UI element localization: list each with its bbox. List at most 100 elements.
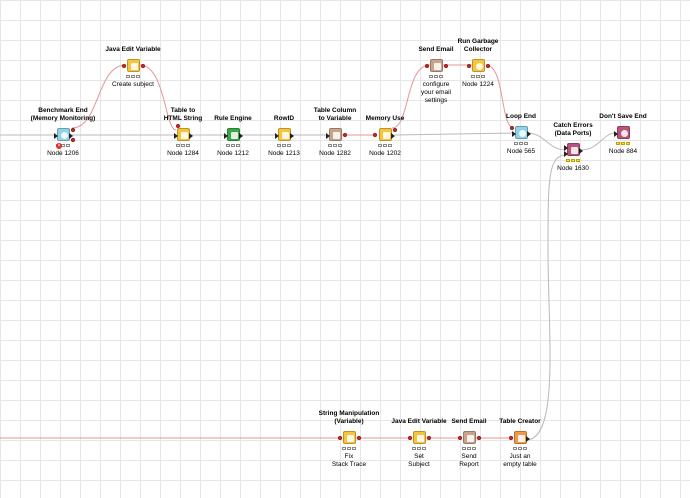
- column-variable-icon[interactable]: [325, 128, 347, 141]
- variable-port[interactable]: [392, 128, 397, 132]
- output-port[interactable]: [526, 131, 531, 137]
- output-port[interactable]: [289, 133, 294, 139]
- variable-port[interactable]: [466, 64, 471, 68]
- java-snippet-icon[interactable]: [407, 431, 431, 444]
- node-label[interactable]: Node 1213: [244, 150, 324, 158]
- rowid-icon[interactable]: [274, 128, 294, 141]
- node-label[interactable]: Node 1224: [438, 81, 518, 89]
- data-connection: [394, 132, 515, 136]
- node-label[interactable]: Node 1630: [533, 165, 613, 173]
- output-port[interactable]: [578, 148, 583, 154]
- node-status-light: [345, 144, 425, 147]
- node-dont-save-end[interactable]: Don't Save End Node 884: [583, 113, 663, 156]
- node-label[interactable]: configure your email settings: [396, 81, 476, 105]
- node-title-line: HTML String: [163, 115, 203, 122]
- variable-port[interactable]: [175, 124, 180, 128]
- node-rule-engine[interactable]: Rule Engine Node 1212: [193, 115, 273, 158]
- variable-port[interactable]: [372, 133, 377, 137]
- variable-port[interactable]: [356, 436, 361, 440]
- output-port[interactable]: [525, 436, 530, 442]
- node-benchmark-end[interactable]: Benchmark End (Memory Monitoring) × Node…: [23, 107, 103, 158]
- node-catch-errors[interactable]: Catch Errors (Data Ports) Node 1630: [533, 122, 613, 173]
- node-label[interactable]: Node 884: [583, 148, 663, 156]
- catch-errors-icon[interactable]: [563, 143, 583, 157]
- node-table-creator[interactable]: Table Creator Just an empty table: [480, 418, 560, 469]
- node-memory-use[interactable]: Memory Use Node 1202: [345, 115, 425, 158]
- node-java-edit-variable-top[interactable]: Java Edit Variable Create subject: [93, 46, 173, 89]
- variable-port[interactable]: [476, 436, 481, 440]
- output-port[interactable]: [390, 133, 395, 139]
- table-creator-icon[interactable]: [508, 431, 530, 444]
- output-port[interactable]: [238, 133, 243, 139]
- variable-port[interactable]: [509, 126, 514, 130]
- variable-port[interactable]: [342, 133, 347, 137]
- node-title: Table Column to Variable: [295, 107, 375, 123]
- table-convert-icon[interactable]: [173, 124, 193, 141]
- variable-port[interactable]: [457, 436, 462, 440]
- variable-port[interactable]: [407, 436, 412, 440]
- input-port[interactable]: [511, 131, 516, 137]
- node-label[interactable]: Create subject: [93, 81, 173, 89]
- variable-port[interactable]: [121, 64, 126, 68]
- node-label[interactable]: Node 565: [481, 148, 561, 156]
- node-string-manipulation-variable[interactable]: String Manipulation (Variable) Fix Stack…: [309, 410, 389, 469]
- node-label-line: Set: [414, 453, 424, 460]
- memory-icon[interactable]: [372, 128, 397, 141]
- node-table-to-html-string[interactable]: Table to HTML String Node 1284: [143, 107, 223, 158]
- node-status-light: [309, 447, 389, 450]
- output-port[interactable]: [188, 133, 193, 139]
- stopwatch-icon[interactable]: [53, 128, 75, 142]
- loop-end-icon[interactable]: [509, 126, 531, 139]
- variable-port[interactable]: [337, 436, 342, 440]
- java-snippet-icon[interactable]: [121, 59, 145, 72]
- node-label[interactable]: Node 1282: [295, 150, 375, 158]
- node-label[interactable]: Node 1202: [345, 150, 425, 158]
- string-manipulation-icon[interactable]: [337, 431, 361, 444]
- node-title: Run Garbage Collector: [438, 38, 518, 54]
- node-label[interactable]: Just an empty table: [480, 453, 560, 469]
- variable-port[interactable]: [508, 436, 513, 440]
- variable-connection: [71, 64, 127, 129]
- node-status-light: [143, 144, 223, 147]
- node-status-light: [481, 142, 561, 145]
- variable-port[interactable]: [426, 436, 431, 440]
- node-java-edit-variable-bottom[interactable]: Java Edit Variable Set Subject: [379, 418, 459, 469]
- node-title-line: Run Garbage: [457, 38, 499, 45]
- node-title-line: (Memory Monitoring): [30, 115, 96, 122]
- input-port[interactable]: [223, 133, 228, 139]
- node-title-line: Rule Engine: [214, 115, 252, 122]
- input-port[interactable]: [563, 151, 568, 157]
- node-loop-end[interactable]: Loop End Node 565: [481, 113, 561, 156]
- node-send-email-bottom[interactable]: Send Email Send Report: [429, 418, 509, 469]
- input-port[interactable]: [613, 131, 618, 137]
- input-port[interactable]: [274, 133, 279, 139]
- input-port[interactable]: [53, 133, 58, 139]
- variable-port[interactable]: [485, 64, 490, 68]
- node-run-garbage-collector[interactable]: Run Garbage Collector Node 1224: [438, 38, 518, 89]
- node-title: String Manipulation (Variable): [309, 410, 389, 426]
- variable-port[interactable]: [443, 64, 448, 68]
- node-label[interactable]: Node 1206: [23, 150, 103, 158]
- node-rowid[interactable]: RowID Node 1213: [244, 115, 324, 158]
- node-label[interactable]: Node 1212: [193, 150, 273, 158]
- input-port[interactable]: [325, 133, 330, 139]
- input-port[interactable]: [563, 145, 568, 151]
- node-label[interactable]: Node 1284: [143, 150, 223, 158]
- email-icon[interactable]: [424, 59, 448, 72]
- node-send-email-top[interactable]: Send Email configure your email settings: [396, 46, 476, 105]
- node-table-column-to-variable[interactable]: Table Column to Variable Node 1282: [295, 107, 375, 158]
- node-status-light: [93, 75, 173, 78]
- garbage-collector-icon[interactable]: [466, 59, 490, 72]
- variable-port[interactable]: [70, 128, 75, 132]
- node-label[interactable]: Set Subject: [379, 453, 459, 469]
- node-label[interactable]: Send Report: [429, 453, 509, 469]
- rule-icon[interactable]: [223, 128, 243, 141]
- variable-port[interactable]: [424, 64, 429, 68]
- output-port[interactable]: [68, 133, 73, 139]
- input-port[interactable]: [173, 133, 178, 139]
- dont-save-icon[interactable]: [613, 126, 630, 139]
- node-label[interactable]: Fix Stack Trace: [309, 453, 389, 469]
- variable-port[interactable]: [70, 138, 75, 142]
- email-icon[interactable]: [457, 431, 481, 444]
- variable-port[interactable]: [140, 64, 145, 68]
